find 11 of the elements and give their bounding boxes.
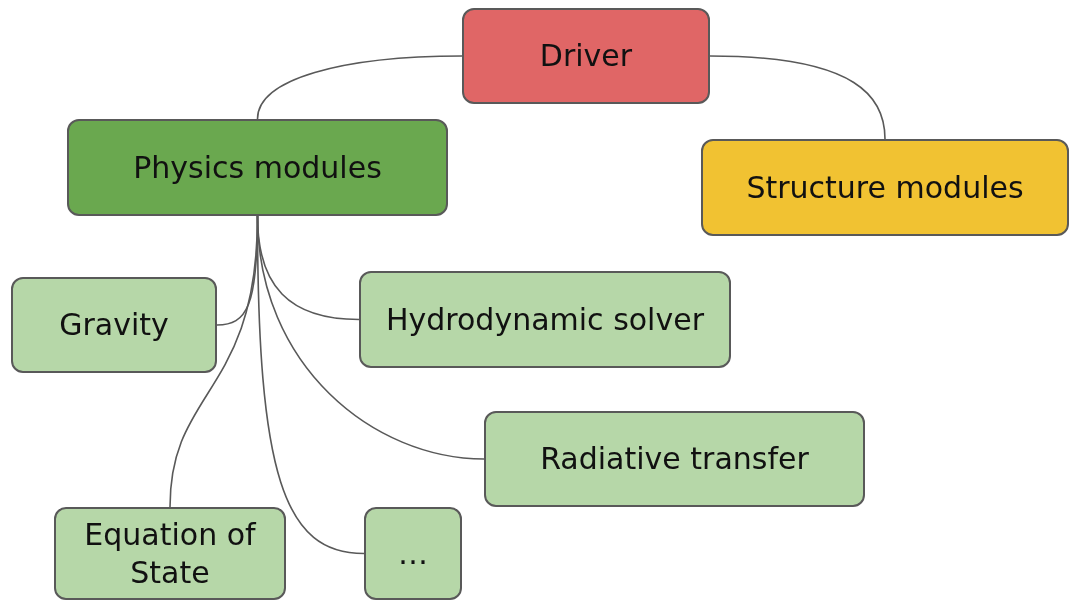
module-box: … — [364, 507, 462, 600]
module-group-box: Physics modules — [67, 119, 448, 216]
module-box: Equation of State — [54, 507, 286, 600]
module-box: Hydrodynamic solver — [359, 271, 731, 368]
module-box: Radiative transfer — [484, 411, 865, 507]
connector-line — [256, 215, 365, 555]
driver-box: Driver — [462, 8, 710, 104]
module-box: Gravity — [11, 277, 217, 373]
module-group-box: Structure modules — [701, 139, 1069, 236]
connector-line — [709, 55, 886, 140]
connector-line — [256, 55, 463, 120]
